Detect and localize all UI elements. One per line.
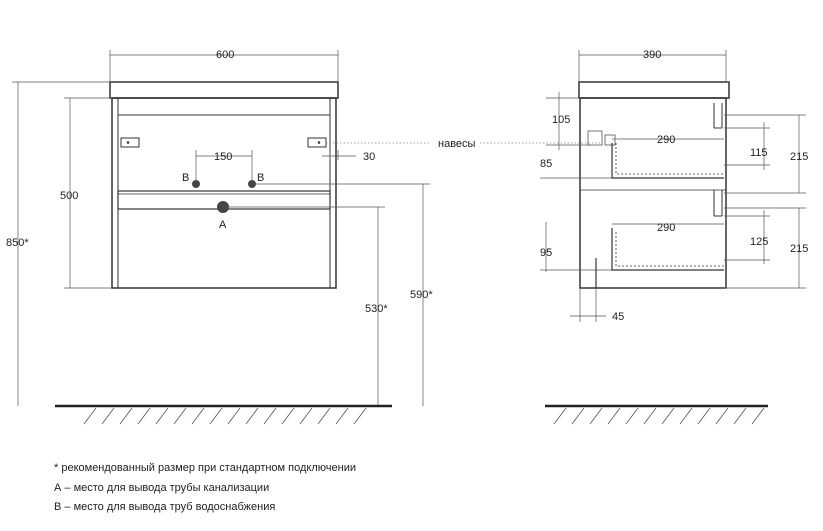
front-hanger-left	[120, 137, 140, 148]
hanger-offset-dimension: 30	[363, 151, 375, 163]
side-back-offset-dimension: 45	[612, 311, 624, 323]
side-countertop	[578, 81, 730, 99]
side-lower-drawer	[611, 228, 724, 271]
drain-height-dimension: 530*	[365, 303, 388, 315]
legend-notes: * рекомендованный размер при стандартном…	[54, 459, 356, 518]
side-upper-inner-dimension: 85	[540, 158, 552, 170]
side-view: 390 105 85 290 115 215 290 95 125	[540, 49, 808, 425]
side-hanger-bracket	[587, 130, 603, 146]
front-width-dimension: 600	[216, 49, 234, 61]
body-height-dimension: 500	[60, 190, 78, 202]
side-lower-height-dimension: 215	[790, 243, 808, 255]
side-cabinet-body	[579, 97, 727, 289]
pipe-spacing-dimension: 150	[214, 151, 232, 163]
side-lower-inner-dimension: 95	[540, 247, 552, 259]
note-water-outlet: В – место для вывода труб водоснабжения	[54, 501, 276, 513]
note-recommended-size: * рекомендованный размер при стандартном…	[54, 462, 356, 474]
side-upper-height-dimension: 215	[790, 151, 808, 163]
side-upper-depth-dimension: 290	[657, 134, 675, 146]
side-lower-depth-dimension: 290	[657, 222, 675, 234]
hangers-label: навесы	[438, 138, 476, 150]
front-view: B B A 600 850* 500 150 30 590*	[6, 49, 433, 425]
water-height-dimension: 590*	[410, 289, 433, 301]
front-hanger-right	[307, 137, 327, 148]
side-upper-inner-height-dimension: 115	[750, 147, 768, 159]
water-outlet-left	[192, 180, 200, 188]
drain-label: A	[219, 219, 227, 231]
total-height-dimension: 850*	[6, 237, 29, 249]
water-label-right: B	[257, 172, 264, 184]
note-drain-outlet: А – место для вывода трубы канализации	[54, 481, 270, 494]
front-cabinet-body	[111, 97, 337, 289]
front-countertop	[109, 81, 339, 99]
side-lower-inner-height-dimension: 125	[750, 236, 768, 248]
side-top-offset-dimension: 105	[552, 114, 570, 126]
water-label-left: B	[182, 172, 189, 184]
side-depth-dimension: 390	[643, 49, 661, 61]
side-upper-drawer	[611, 143, 724, 179]
